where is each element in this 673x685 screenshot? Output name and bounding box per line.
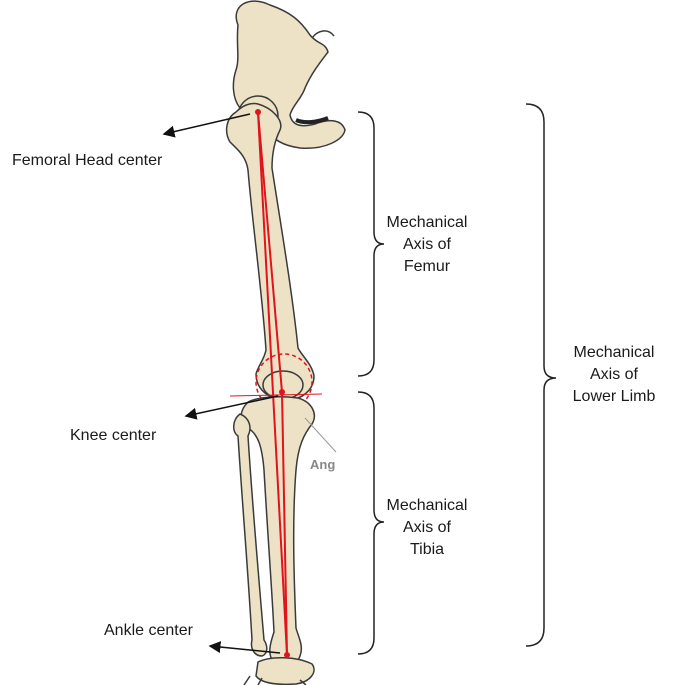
ankle-center-label: Ankle center [104, 620, 193, 642]
femoral-head-center-label: Femoral Head center [12, 150, 162, 172]
femur-label-line-3: Femur [382, 256, 472, 278]
mechanical-axis-lower-limb-label: Mechanical Axis of Lower Limb [558, 342, 670, 408]
femur-label-line-2: Axis of [382, 234, 472, 256]
lower-limb-label-line-1: Mechanical [558, 342, 670, 364]
knee-center-label: Knee center [70, 425, 156, 447]
mechanical-axis-tibia-label: Mechanical Axis of Tibia [382, 495, 472, 561]
femur-label-line-1: Mechanical [382, 212, 472, 234]
brace-tibia [358, 392, 384, 654]
tibia-label-line-3: Tibia [382, 539, 472, 561]
brace-lower-limb [526, 104, 556, 646]
angle-label: Ang [310, 457, 335, 472]
tibia-label-line-1: Mechanical [382, 495, 472, 517]
lower-limb-label-line-3: Lower Limb [558, 386, 670, 408]
lower-limb-label-line-2: Axis of [558, 364, 670, 386]
mechanical-axis-femur-label: Mechanical Axis of Femur [382, 212, 472, 278]
angle-pointer-line [305, 418, 336, 452]
foot-bones [244, 658, 314, 685]
braces [358, 104, 556, 654]
tibia-label-line-2: Axis of [382, 517, 472, 539]
brace-femur [358, 112, 384, 376]
